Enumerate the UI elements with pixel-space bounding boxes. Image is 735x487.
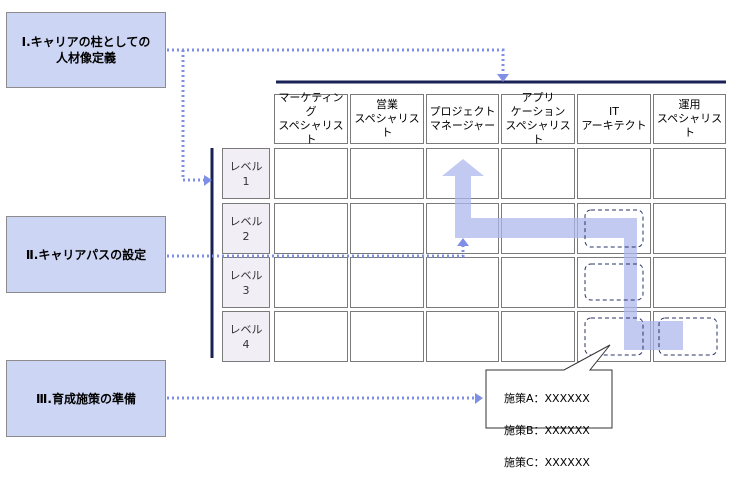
connector-definition-to-header — [167, 48, 505, 75]
box-career-path-setting-label: Ⅱ.キャリアパスの設定 — [25, 247, 147, 262]
box-persona-definition: Ⅰ.キャリアの柱としての 人材像定義 — [6, 12, 166, 88]
column-header: アプリ ケーション スペシャリスト — [501, 91, 575, 146]
callout-item: 施策B：XXXXXX — [504, 424, 590, 437]
connector-definition-to-levels — [181, 50, 204, 182]
column-header: 運用 スペシャリスト — [653, 94, 726, 144]
callout-list: 施策A：XXXXXX 施策B：XXXXXX 施策C：XXXXXX — [504, 375, 590, 487]
grid-cell — [274, 203, 348, 254]
grid-cell — [350, 148, 424, 199]
level-label: レベル 4 — [222, 311, 270, 362]
grid-cell — [653, 148, 726, 199]
grid-cell — [653, 203, 726, 254]
connector-career-path — [167, 245, 465, 258]
grid-cell — [501, 148, 575, 199]
grid-cell — [501, 257, 575, 308]
grid-cell — [350, 311, 424, 362]
career-path-arrow — [442, 159, 683, 350]
grid-cell — [426, 257, 499, 308]
callout-box — [485, 344, 613, 429]
column-header: マーケティング スペシャリスト — [274, 91, 348, 146]
level-label: レベル 2 — [222, 203, 270, 254]
box-training-preparation: Ⅲ.育成施策の準備 — [6, 360, 166, 437]
grid-cell — [350, 203, 424, 254]
arrowhead — [475, 393, 483, 404]
highlight-box — [658, 317, 718, 356]
highlight-box — [584, 317, 644, 356]
grid-cell — [577, 148, 651, 199]
grid-cell — [274, 257, 348, 308]
callout-item: 施策A：XXXXXX — [504, 392, 590, 405]
grid-cell — [653, 257, 726, 308]
highlight-box — [584, 209, 644, 248]
diagram-canvas — [210, 80, 726, 358]
box-persona-definition-label: Ⅰ.キャリアの柱としての 人材像定義 — [21, 35, 151, 65]
arrowhead — [457, 238, 469, 246]
arrowhead — [204, 175, 212, 186]
callout-item: 施策C：XXXXXX — [504, 456, 590, 469]
column-header: 営業 スペシャリスト — [350, 94, 424, 144]
level-label: レベル 3 — [222, 257, 270, 308]
column-header: IT アーキテクト — [577, 94, 651, 144]
highlight-box — [584, 263, 644, 301]
box-training-preparation-label: Ⅲ.育成施策の準備 — [36, 391, 136, 406]
grid-cell — [426, 311, 499, 362]
grid-cell — [274, 311, 348, 362]
grid-cell — [501, 311, 575, 362]
diagram-overlay — [167, 48, 718, 429]
column-header: プロジェクト マネージャー — [426, 94, 499, 144]
grid-cell — [274, 148, 348, 199]
box-career-path-setting: Ⅱ.キャリアパスの設定 — [6, 216, 166, 293]
level-label: レベル 1 — [222, 148, 270, 199]
arrowhead — [497, 74, 509, 82]
